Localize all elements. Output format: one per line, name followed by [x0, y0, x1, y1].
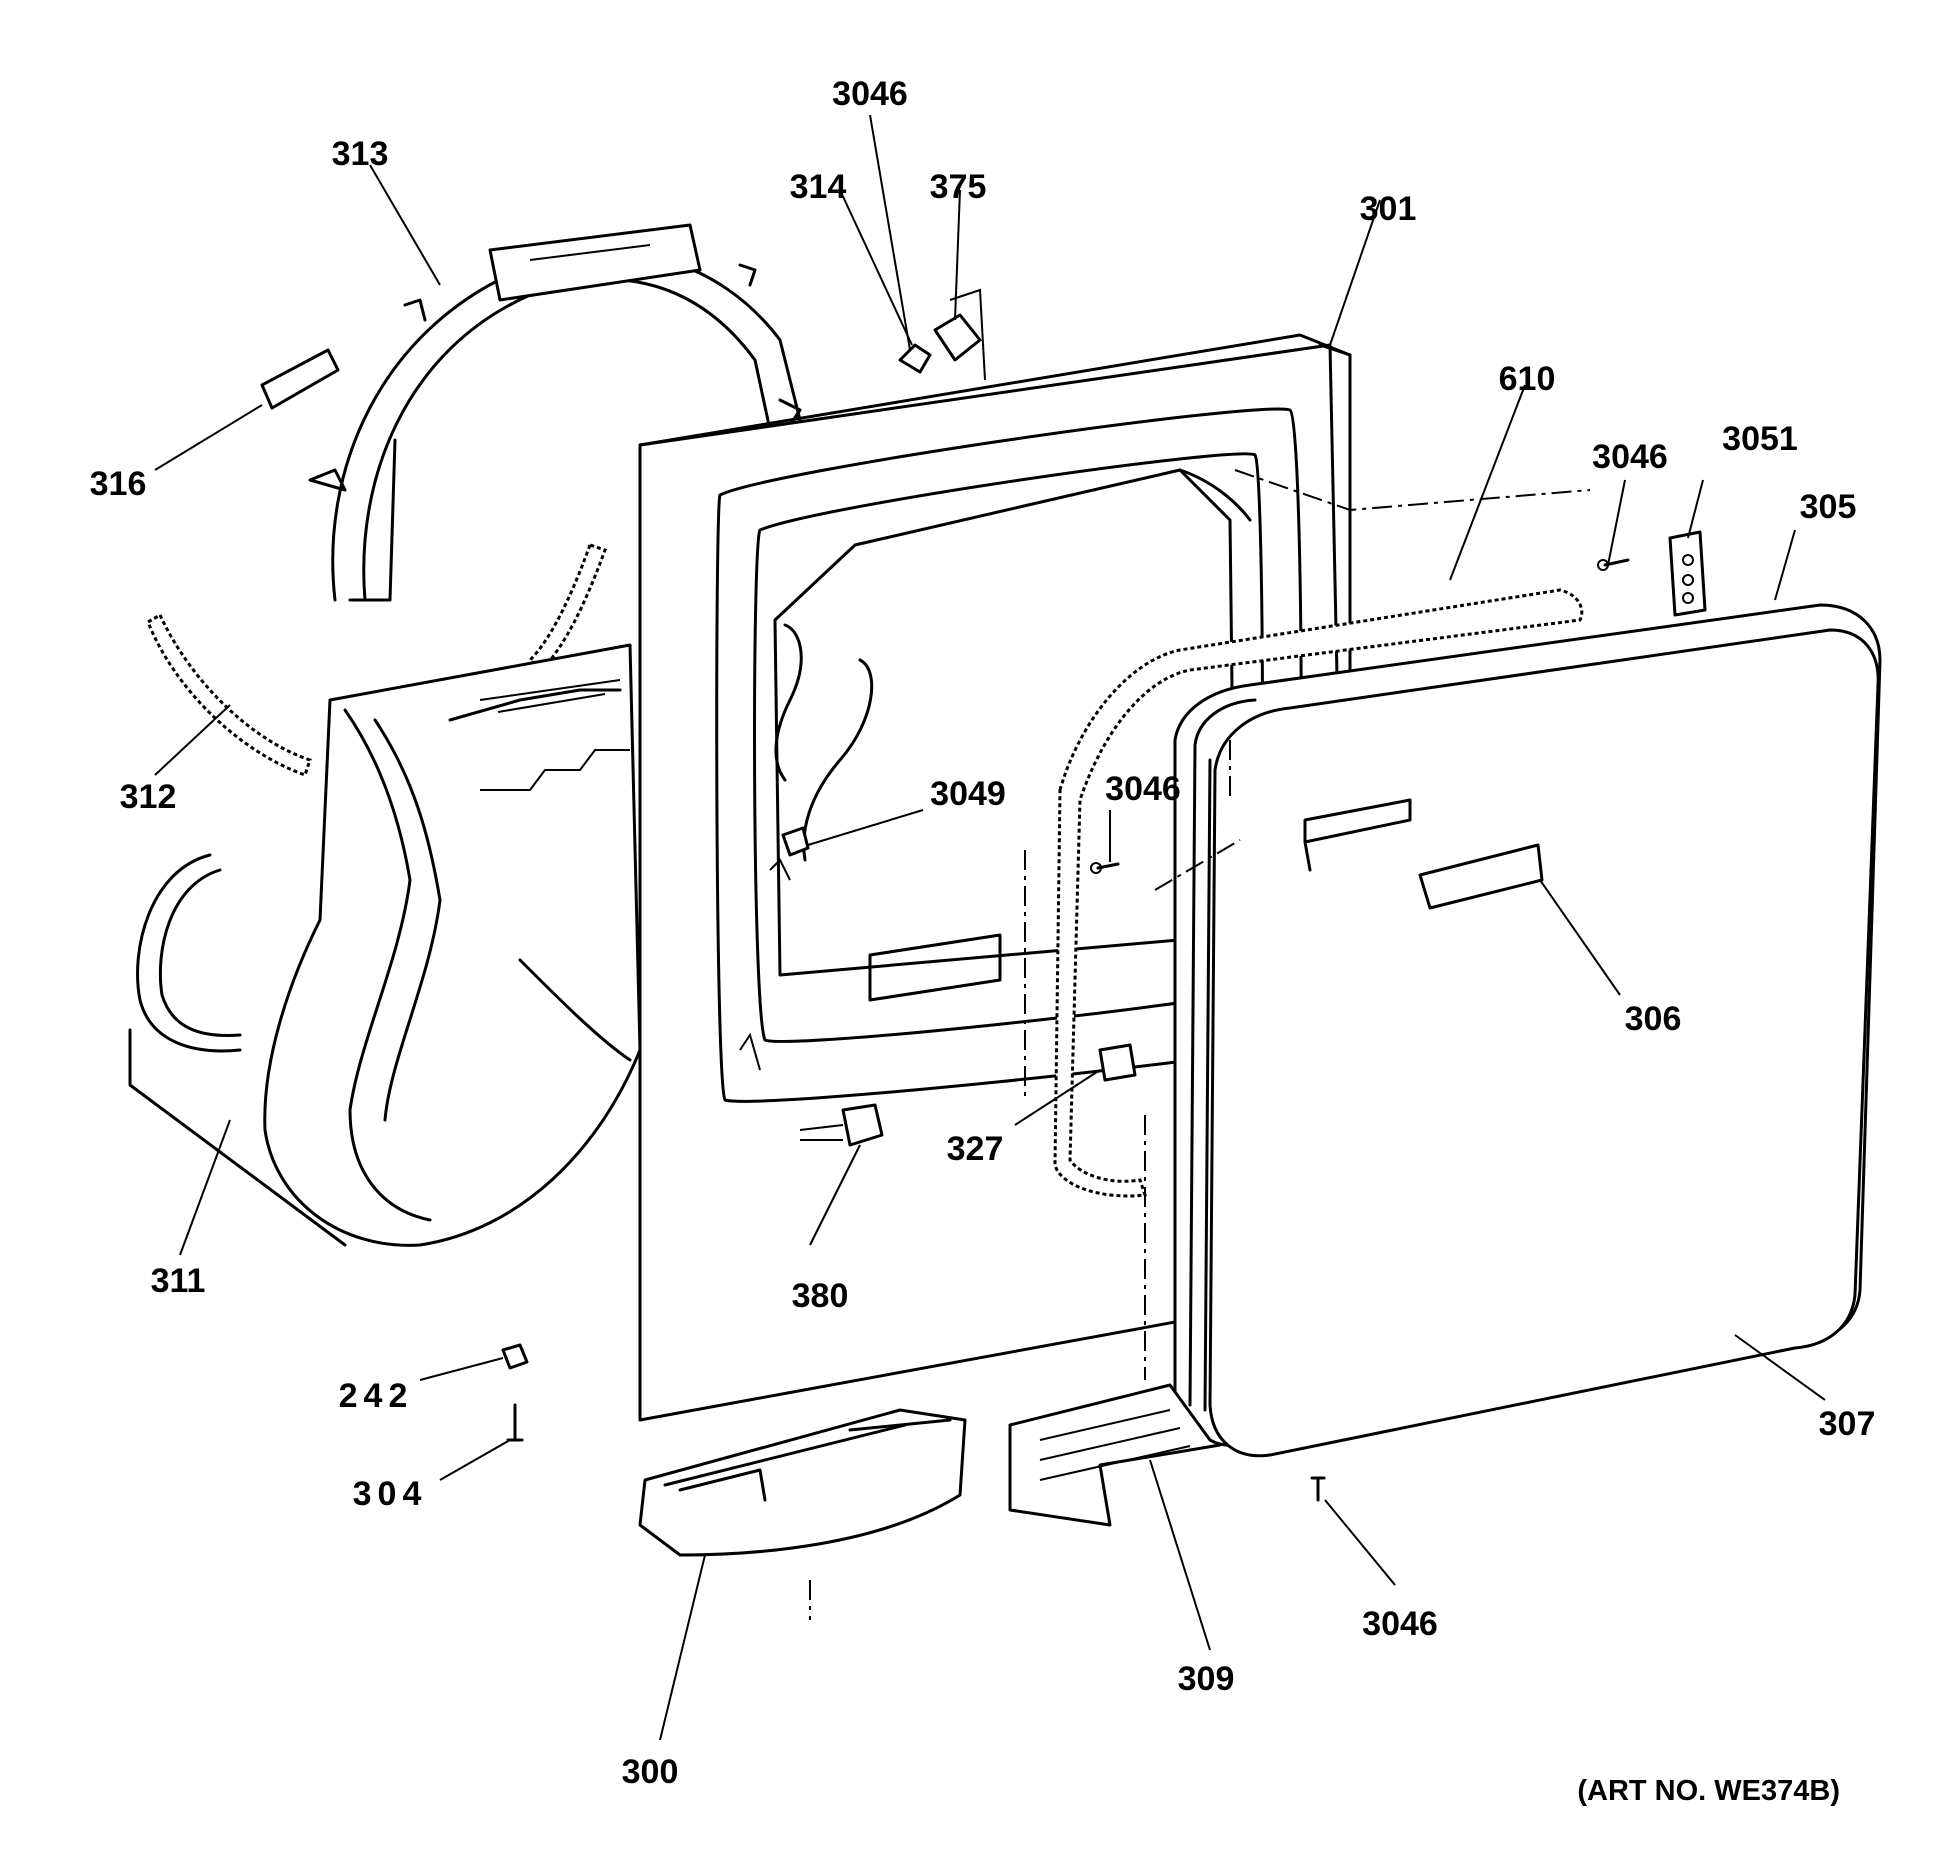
callout-327: 327	[947, 1130, 1004, 1168]
part-311-duct	[128, 643, 642, 1247]
part-242-304-fasteners	[501, 1343, 529, 1442]
callout-305: 305	[1800, 488, 1857, 526]
part-380-switch	[841, 1103, 884, 1147]
part-610-gasket	[1053, 588, 1584, 1198]
part-3051-bracket	[1668, 530, 1707, 617]
callout-312: 312	[120, 778, 177, 816]
leader-lines	[154, 114, 1826, 1741]
part-301-front-panel	[638, 333, 1352, 1422]
part-313-bulkhead	[308, 223, 802, 602]
part-307-door-panel	[1208, 628, 1880, 1458]
part-309-grille	[1008, 1383, 1222, 1527]
callout-313: 313	[332, 135, 389, 173]
callout-380: 380	[792, 1277, 849, 1315]
assembly-centerlines	[809, 469, 1591, 1620]
callout-311: 311	[151, 1262, 206, 1300]
callout-610: 610	[1499, 360, 1556, 398]
callout-3046-middle: 3046	[1105, 770, 1181, 808]
part-316-strip	[260, 348, 340, 410]
art-number: (ART NO. WE374B)	[1577, 1775, 1840, 1807]
callout-314: 314	[790, 168, 847, 206]
callout-3051: 3051	[1722, 420, 1798, 458]
callout-labels: 3046 314 375 313 301 316 610 3046 3051 3…	[90, 75, 1876, 1807]
callout-375: 375	[930, 168, 987, 206]
callout-316: 316	[90, 465, 147, 503]
callout-304: 304	[353, 1475, 428, 1513]
callout-3046-bottom: 3046	[1362, 1605, 1438, 1643]
callout-307: 307	[1819, 1405, 1876, 1443]
part-3049-clip	[781, 826, 810, 857]
callout-3049: 3049	[930, 775, 1006, 813]
callout-306: 306	[1625, 1000, 1682, 1038]
callout-242: 242	[339, 1377, 414, 1415]
part-300-drawer	[638, 1408, 967, 1557]
part-314-375-hinge	[898, 288, 986, 381]
part-327-switch	[1098, 1043, 1137, 1082]
part-306-handle	[1418, 843, 1544, 910]
callout-300: 300	[622, 1753, 679, 1791]
part-312-seal	[146, 543, 607, 777]
callout-301: 301	[1360, 190, 1417, 228]
callout-3046-top: 3046	[832, 75, 908, 113]
callout-3046-bracket: 3046	[1592, 438, 1668, 476]
callout-309: 309	[1178, 1660, 1235, 1698]
